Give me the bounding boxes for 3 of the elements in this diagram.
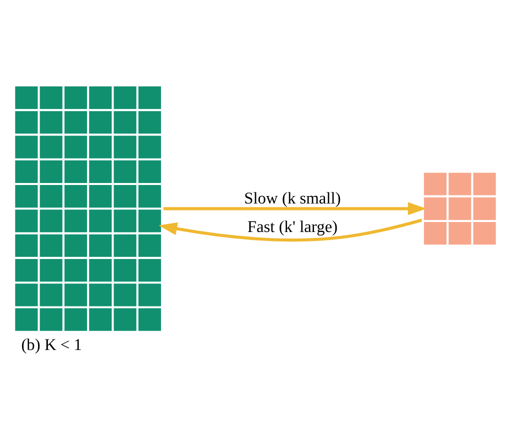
edge-label: Slow (k small) (244, 188, 340, 207)
edge-label: Fast (k' large) (246, 216, 338, 236)
caption: (b) K < 1 (20, 334, 82, 354)
